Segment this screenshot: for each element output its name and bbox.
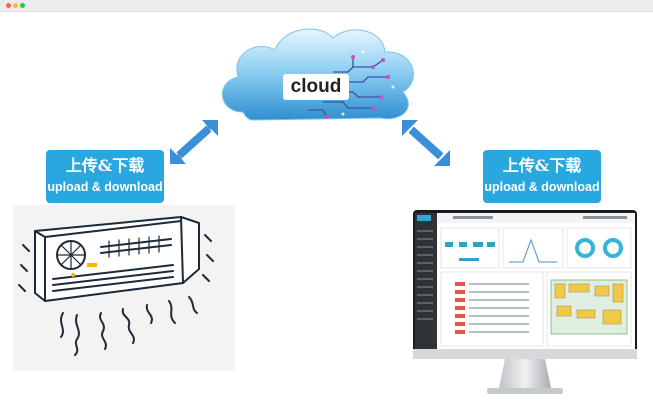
air-conditioner-panel [13, 205, 235, 371]
air-conditioner-illustration [18, 216, 214, 356]
upload-download-badge-right: 上传&下载 upload & download [483, 150, 601, 203]
maximize-dot-icon[interactable] [20, 3, 25, 8]
close-dot-icon[interactable] [6, 3, 11, 8]
minimize-dot-icon[interactable] [13, 3, 18, 8]
badge-title-en: upload & download [484, 180, 600, 194]
badge-title-zh: 上传&下载 [502, 156, 582, 175]
cloud-label: cloud [283, 74, 349, 100]
right-double-arrow-icon [402, 120, 450, 166]
badge-title-zh: 上传&下载 [65, 156, 145, 175]
upload-download-badge-left: 上传&下载 upload & download [46, 150, 164, 203]
monitor-dashboard-screenshot [413, 210, 637, 394]
left-double-arrow-icon [170, 120, 218, 164]
window-titlebar [0, 0, 653, 12]
badge-title-en: upload & download [47, 180, 163, 194]
